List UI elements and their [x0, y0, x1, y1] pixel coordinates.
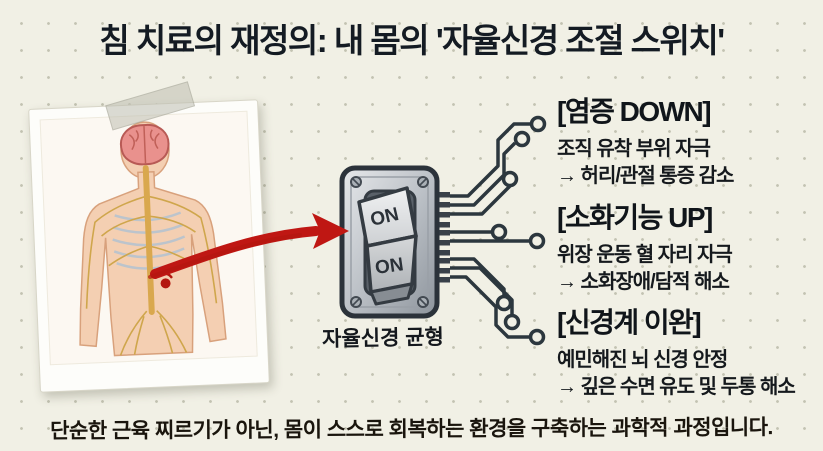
- brain-shape: [119, 124, 170, 166]
- benefit-heading-text: [염증 DOWN]: [557, 96, 712, 127]
- benefit-line: → 허리/관절 통증 감소: [557, 165, 734, 187]
- benefit-block-digestion: [소화기능 UP] 위장 운동 혈 자리 자극 → 소화장애/담적 해소: [546, 198, 821, 296]
- benefit-block-inflammation: [염증 DOWN] 조직 유착 부위 자극 → 허리/관절 통증 감소: [546, 92, 821, 190]
- benefit-line: 조직 유착 부위 자극: [557, 138, 711, 160]
- anatomy-photo: [28, 81, 270, 393]
- switch-pins: [435, 192, 450, 283]
- benefit-line: 위장 운동 혈 자리 자극: [557, 244, 733, 266]
- rocker-recess: [363, 189, 417, 297]
- benefit-block-nervous-system: [신경계 이완] 예민해진 뇌 신경 안정 → 깊은 수면 유도 및 두통 해소: [546, 304, 821, 401]
- screw-icons: [350, 176, 429, 308]
- benefit-line: 예민해진 뇌 신경 안정: [557, 349, 728, 371]
- benefit-heading: [소화기능 UP]: [546, 198, 719, 240]
- benefit-line: → 깊은 수면 유도 및 두통 해소: [557, 376, 796, 398]
- anatomy-photo-frame: [39, 110, 258, 366]
- benefit-line: → 소화장애/담적 해소: [557, 271, 730, 293]
- switch-on-label-top: ON: [368, 204, 400, 231]
- rocker-switch-illustration: ON ON: [339, 165, 450, 319]
- rocker-toggle: ON ON: [357, 186, 418, 306]
- nervous-system-illustration: [79, 121, 227, 357]
- benefit-heading-text: [신경계 이완]: [557, 307, 702, 338]
- benefit-heading-text: [소화기능 UP]: [557, 202, 713, 233]
- footer-tagline: 단순한 근육 찌르기가 아닌, 몸이 스스로 회복하는 환경을 구축하는 과학적…: [50, 416, 773, 443]
- switch-on-label-bottom: ON: [374, 254, 405, 279]
- page-title: 침 치료의 재정의: 내 몸의 '자율신경 조절 스위치': [99, 22, 725, 59]
- benefit-heading: [염증 DOWN]: [546, 92, 717, 134]
- switch-plate: [339, 165, 440, 319]
- switch-caption: 자율신경 균형: [321, 325, 445, 352]
- benefit-heading: [신경계 이완]: [546, 304, 708, 344]
